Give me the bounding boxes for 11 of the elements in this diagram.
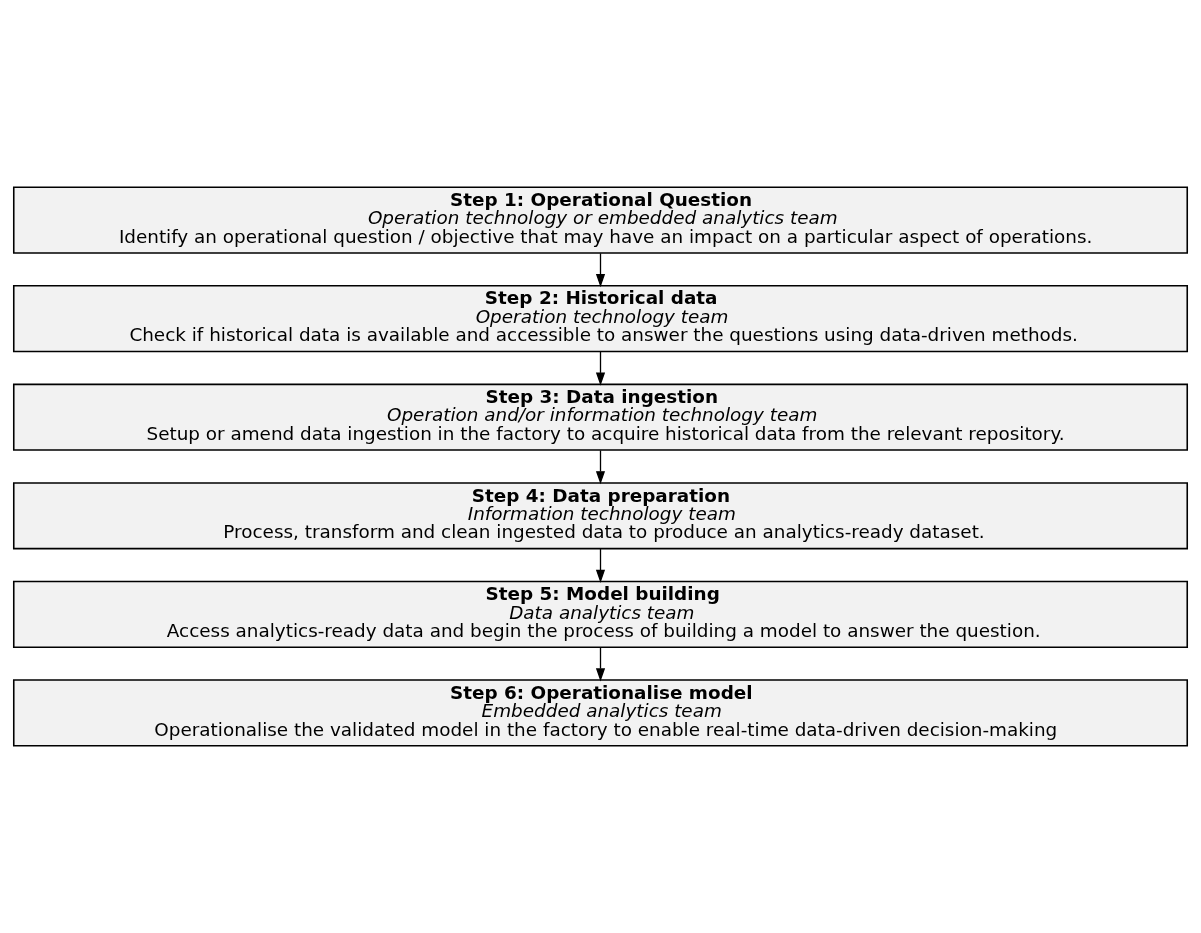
node-box: Step 4: Data preparation Information technology team Process, transform and clean ingested data to produce an analytics-ready dataset.: [12, 482, 1189, 550]
node-box: Step 5: Model building Data analytics team Access analytics-ready data and begin the process of building a model to answer the question.: [12, 580, 1189, 648]
arrow: [595, 449, 606, 485]
node-box: Step 2: Historical data Operation technology team Check if historical data is available and accessible to answer the questions using data-driven methods.: [12, 285, 1189, 353]
node-box: Step 1: Operational Question Operation technology or embedded analytics team Identify an operational question / objective that may have an impact on a particular aspect of operations.: [12, 186, 1189, 254]
arrow: [595, 351, 606, 386]
arrow: [595, 646, 606, 682]
node-box: Step 6: Operationalise model Embedded analytics team Operationalise the validated model in the factory to enable real-time data-driven decision-making: [12, 679, 1189, 747]
arrow: [595, 548, 606, 583]
arrow: [595, 252, 606, 288]
node-box: Step 3: Data ingestion Operation and/or information technology team Setup or amend data ingestion in the factory to acquire historical data from the relevant repository.: [12, 383, 1189, 451]
